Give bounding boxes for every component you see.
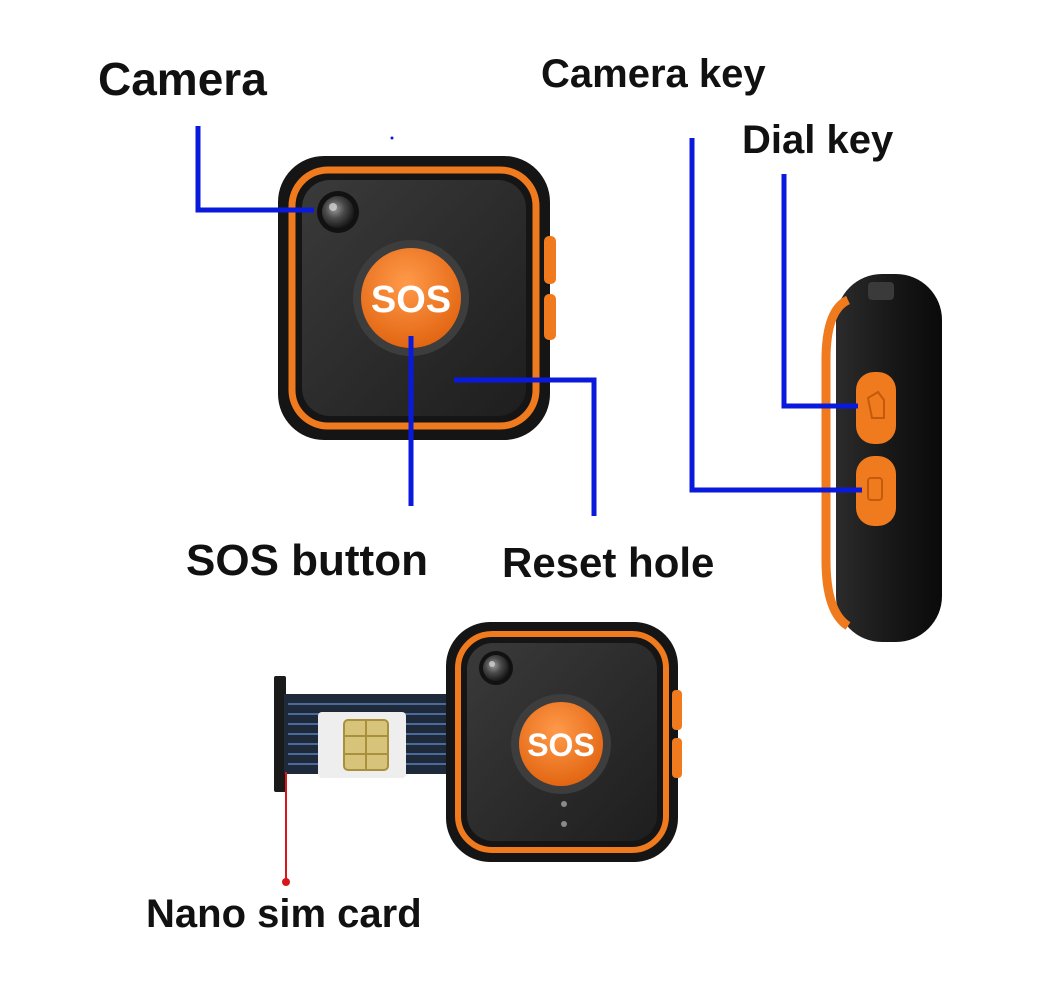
camera-lens-small-icon [479,651,513,685]
callout-dial-key [781,174,858,409]
callout-nano-sim [282,772,290,886]
sos-button-text: SOS [371,279,451,321]
label-camera-key: Camera key [541,52,766,96]
nano-sim-card-icon [318,712,406,778]
device-side-view [821,274,942,642]
callout-camera-key [689,138,862,493]
label-nano-sim: Nano sim card [146,892,422,936]
device-front-main: SOS [278,156,556,440]
callout-lines [195,126,862,516]
label-camera: Camera [98,53,267,105]
label-dial-key: Dial key [742,118,894,162]
sos-button-small-text: SOS [527,727,595,763]
dial-key-graphic [856,372,896,444]
label-sos-button: SOS button [186,536,428,585]
callout-camera [195,126,314,213]
camera-key-graphic [856,456,896,526]
callout-reset [454,377,597,516]
label-reset-hole: Reset hole [502,539,715,586]
device-front-sim: SOS [274,622,682,862]
sos-button-graphic: SOS [353,240,469,356]
camera-lens-icon [317,191,359,233]
sos-button-small-graphic: SOS [511,694,611,794]
sim-tray-graphic [274,676,464,792]
